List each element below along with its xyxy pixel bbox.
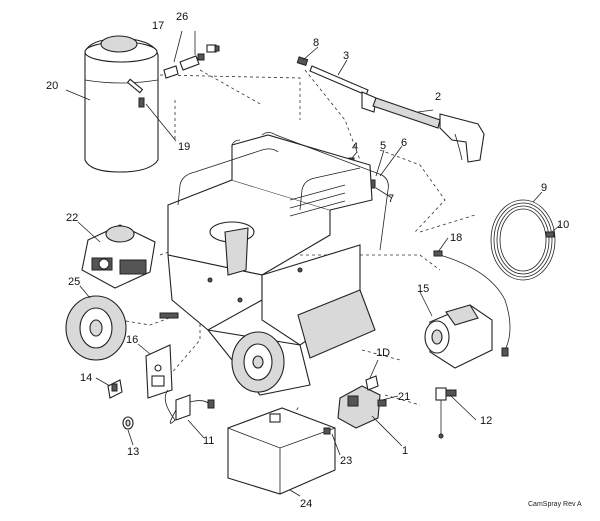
callout-13: 13 (127, 446, 139, 458)
small-knob (122, 416, 134, 430)
callout-1: 1 (402, 445, 408, 457)
loose-wheel (65, 295, 179, 361)
callout-21: 21 (398, 391, 410, 403)
cart-frame (167, 132, 389, 396)
callout-9: 9 (541, 182, 547, 194)
water-tank (84, 35, 159, 173)
callout-3: 3 (343, 50, 349, 62)
callout-2: 2 (435, 91, 441, 103)
callout-15: 15 (417, 283, 429, 295)
callout-14: 14 (80, 372, 92, 384)
callout-1d: 1D (376, 347, 390, 359)
callout-25: 25 (68, 276, 80, 288)
callout-18: 18 (450, 232, 462, 244)
callout-26: 26 (176, 11, 188, 23)
callout-22: 22 (66, 212, 78, 224)
callout-11: 11 (203, 435, 214, 447)
leader-lines (65, 30, 561, 497)
callout-4: 4 (352, 141, 358, 153)
callout-10: 10 (557, 219, 569, 231)
pump-assembly (337, 375, 387, 429)
cart-wheel (231, 331, 285, 393)
burner-assembly (81, 224, 156, 289)
revision-footer: CamSpray Rev A (528, 501, 582, 508)
fuel-tank (227, 407, 336, 495)
electric-motor (424, 304, 493, 369)
callout-24: 24 (300, 498, 312, 510)
callout-20: 20 (46, 80, 58, 92)
callout-19: 19 (178, 141, 190, 153)
fitting-parts (163, 44, 220, 79)
callout-23: 23 (340, 455, 352, 467)
callout-6: 6 (401, 137, 407, 149)
pressure-hose (433, 250, 511, 357)
spray-gun-assembly (296, 56, 485, 163)
thermostat-probe (435, 387, 457, 439)
ignition-transformer (164, 389, 215, 424)
callout-8: 8 (313, 37, 319, 49)
callout-17: 17 (152, 20, 164, 32)
callout-5: 5 (380, 140, 386, 152)
callout-16: 16 (126, 334, 138, 346)
callout-12: 12 (480, 415, 492, 427)
callout-7: 7 (388, 193, 394, 205)
control-box (145, 344, 173, 399)
coiled-hose (490, 199, 556, 281)
switch-part (107, 379, 123, 399)
callout-labels: 26 17 8 3 2 20 19 4 5 6 7 9 10 22 18 25 … (46, 11, 582, 510)
